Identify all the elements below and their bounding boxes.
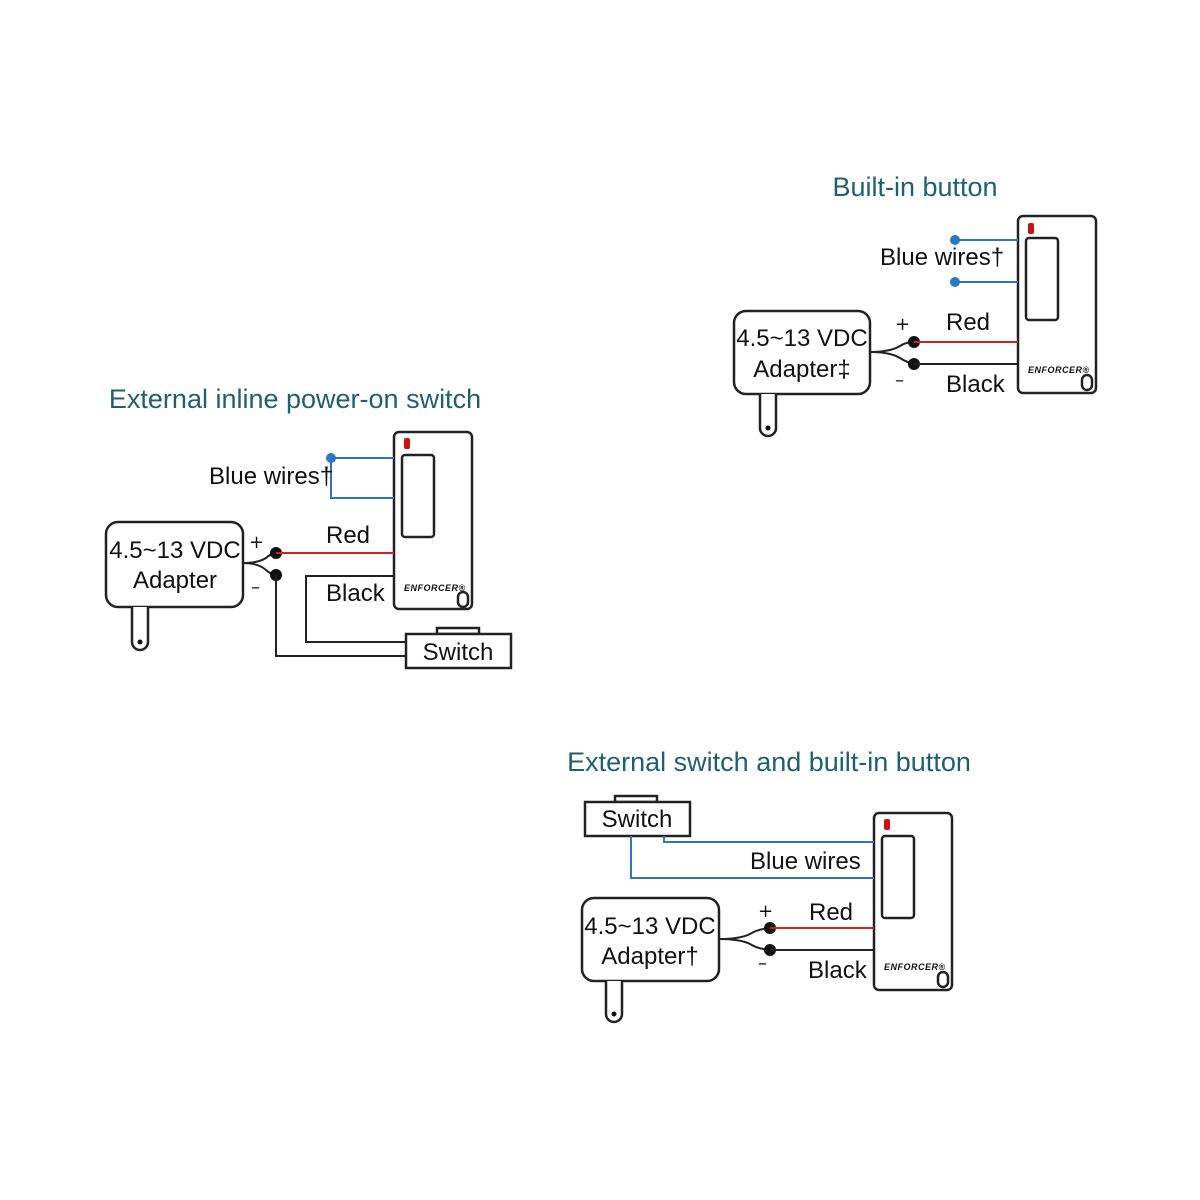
switch-label: Switch [423, 639, 494, 666]
brand-logo: ENFORCER® [884, 962, 946, 972]
blue-wires-label: Blue wires† [209, 463, 333, 490]
positive-sign: + [249, 532, 264, 553]
battery-slot [936, 970, 950, 989]
red-wire-label: Red [946, 309, 990, 336]
switch-label: Switch [602, 806, 673, 833]
power-adapter: 4.5~13 VDC Adapter‡ [732, 309, 872, 438]
battery-slot [1080, 373, 1094, 392]
adapter-plug [130, 607, 150, 652]
black-wire-label: Black [946, 371, 1006, 398]
diagram-title: Built-in button [832, 172, 997, 202]
black-wire-label: Black [326, 580, 386, 607]
negative-sign: – [251, 577, 260, 598]
red-wire-label: Red [326, 522, 370, 549]
adapter-voltage-label: 4.5~13 VDC [736, 325, 867, 352]
diagram-builtin-button: Built-in button ENFORCER® Blue wires† 4.… [732, 172, 1098, 438]
brand-logo: ENFORCER® [404, 583, 466, 593]
diagram-title: External inline power-on switch [109, 384, 481, 414]
negative-sign: – [758, 953, 767, 974]
red-wire-label: Red [809, 899, 853, 926]
led-indicator [404, 438, 410, 449]
external-switch[interactable]: Switch [583, 794, 692, 838]
black-wire-label: Black [808, 957, 868, 984]
power-adapter: 4.5~13 VDC Adapter† [580, 896, 721, 1024]
inline-switch[interactable]: Switch [404, 626, 513, 670]
diagram-inline-switch: External inline power-on switch ENFORCER… [104, 384, 513, 670]
blue-wires-label: Blue wires† [880, 244, 1004, 271]
negative-sign: – [895, 370, 904, 391]
battery-slot [456, 590, 470, 609]
built-in-button[interactable] [880, 834, 916, 920]
blue-wires [950, 235, 1018, 287]
positive-sign: + [758, 901, 773, 922]
positive-sign: + [895, 314, 910, 335]
blue-wires [630, 836, 874, 879]
adapter-label: Adapter† [601, 943, 698, 970]
transmitter-device: ENFORCER® [392, 430, 474, 611]
transmitter-device: ENFORCER® [1016, 214, 1098, 395]
diagram-switch-and-button: External switch and built-in button Swit… [567, 747, 971, 1024]
diagram-title: External switch and built-in button [567, 747, 971, 777]
blue-wires [326, 453, 394, 499]
adapter-voltage-label: 4.5~13 VDC [109, 537, 240, 564]
led-indicator [1028, 223, 1034, 234]
built-in-button[interactable] [1024, 236, 1060, 322]
adapter-label: Adapter [133, 567, 217, 594]
adapter-label: Adapter‡ [753, 356, 850, 383]
power-adapter: 4.5~13 VDC Adapter [104, 520, 245, 652]
led-indicator [884, 819, 890, 830]
adapter-plug [758, 394, 778, 438]
built-in-button[interactable] [400, 453, 436, 539]
transmitter-device: ENFORCER® [872, 811, 954, 992]
black-wire-from-device [305, 575, 406, 643]
blue-wires-label: Blue wires [750, 848, 861, 875]
adapter-plug [604, 981, 624, 1024]
black-wire-to-switch [275, 575, 406, 657]
brand-logo: ENFORCER® [1028, 365, 1090, 375]
adapter-voltage-label: 4.5~13 VDC [584, 913, 715, 940]
